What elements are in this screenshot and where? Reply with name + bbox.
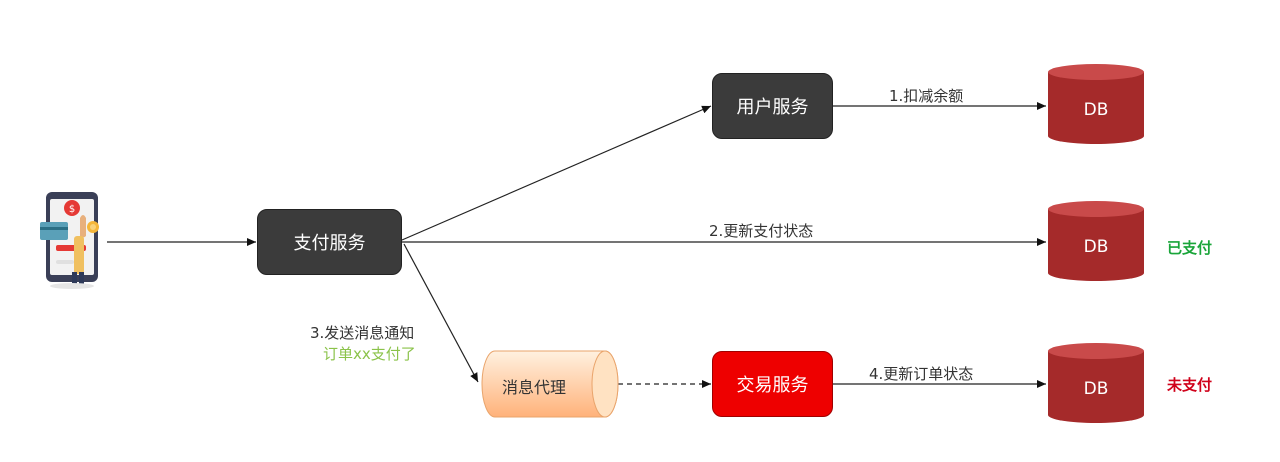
edge-label-deduct: 1.扣减余额 [889, 87, 964, 105]
db-cylinder-trade [1048, 343, 1144, 423]
db-cylinder-pay [1048, 201, 1144, 281]
pay-service-node[interactable]: 支付服务 [257, 209, 402, 275]
trade-db-label: DB [1083, 379, 1109, 399]
trade-service-label: 交易服务 [736, 375, 809, 396]
edge-label-send-msg: 3.发送消息通知 [310, 324, 415, 342]
user-service-label: 用户服务 [736, 97, 809, 118]
edge-label-update-pay: 2.更新支付状态 [709, 222, 814, 240]
trade-service-node[interactable]: 交易服务 [712, 351, 833, 417]
status-unpaid: 未支付 [1167, 376, 1213, 394]
edge-label-update-order: 4.更新订单状态 [869, 365, 974, 383]
status-paid: 已支付 [1167, 239, 1213, 257]
message-broker-shape[interactable] [481, 350, 619, 418]
svg-text:$: $ [69, 204, 75, 215]
user-db-label: DB [1083, 100, 1109, 120]
pay-db-label: DB [1083, 237, 1109, 257]
edge-pay-to-user [401, 105, 712, 241]
mobile-payment-icon: $ [40, 192, 99, 289]
message-broker-label: 消息代理 [502, 378, 567, 397]
db-cylinder-user [1048, 64, 1144, 144]
edge-pay-to-broker [403, 243, 479, 383]
user-service-node[interactable]: 用户服务 [712, 73, 833, 139]
pay-service-label: 支付服务 [293, 233, 366, 254]
edge-label-send-msg-detail: 订单xx支付了 [323, 345, 416, 363]
